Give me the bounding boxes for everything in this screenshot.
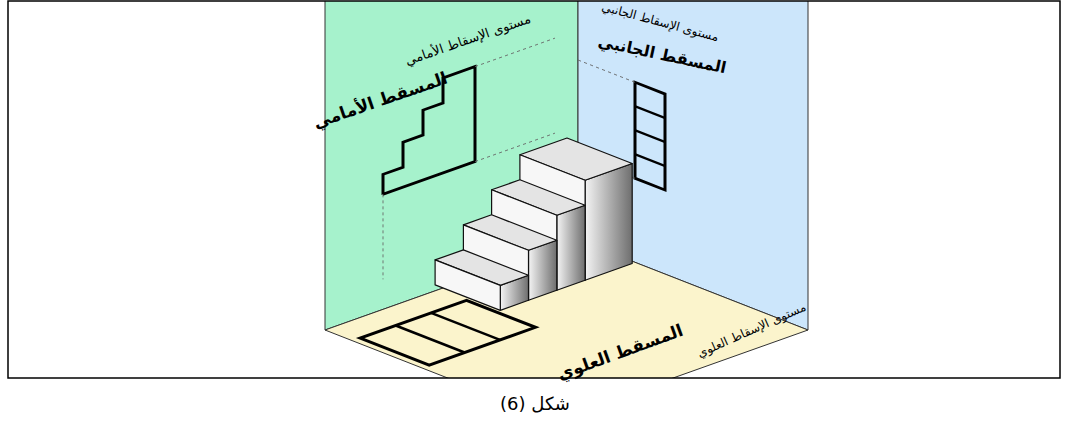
plane-label: مستوى الإسقاط العلوي [695, 300, 808, 361]
figure-caption: شكل (6) [500, 393, 570, 415]
stair-face [435, 260, 500, 311]
top-view [360, 300, 535, 365]
stair-face [585, 164, 632, 281]
side-view-outline [635, 82, 665, 190]
view-label: المسقط الأمامي [310, 67, 449, 132]
staircase-object [435, 138, 632, 310]
plane-label: مستوى الإسقاط الأمامي [403, 11, 533, 69]
frame [8, 1, 1060, 378]
stair-face [557, 205, 585, 290]
view-label: المسقط العلوي [554, 320, 685, 384]
